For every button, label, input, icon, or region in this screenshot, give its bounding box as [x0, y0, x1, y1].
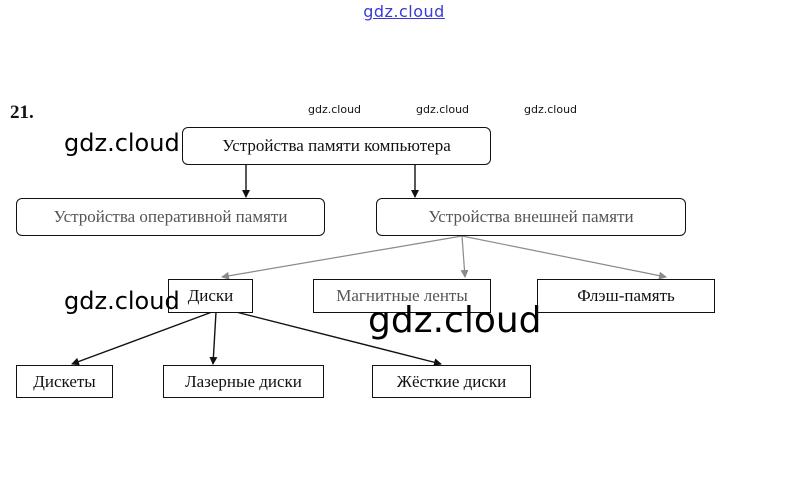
box-flash-label: Флэш-память [577, 286, 675, 305]
connector-external-disks [221, 235, 463, 280]
box-ram-label: Устройства оперативной памяти [53, 207, 288, 226]
connector-disks-laser [209, 311, 218, 365]
box-hard: Жёсткие диски [372, 365, 531, 398]
box-disks: Диски [168, 279, 253, 313]
watermark-top: gdz.cloud [363, 2, 445, 21]
watermark-small: gdz.cloud [308, 103, 362, 116]
watermark-left: gdz.cloud [64, 287, 180, 315]
connector-disks-hard [235, 311, 442, 367]
watermark-small: gdz.cloud [416, 103, 470, 116]
watermark-left: gdz.cloud [64, 129, 180, 157]
box-ram: Устройства оперативной памяти [16, 198, 325, 236]
watermark-small: gdz.cloud [524, 103, 578, 116]
box-root-label: Устройства памяти компьютера [222, 136, 451, 155]
box-disks-label: Диски [187, 286, 234, 305]
box-floppy: Дискеты [16, 365, 113, 398]
box-external-label: Устройства внешней памяти [428, 207, 634, 226]
box-external: Устройства внешней памяти [376, 198, 686, 236]
box-root: Устройства памяти компьютера [182, 127, 491, 165]
watermark-center: gdz.cloud [368, 300, 542, 341]
connector-external-tapes [460, 235, 469, 278]
box-tapes: Магнитные ленты [313, 279, 491, 313]
box-hard-label: Жёсткие диски [396, 371, 507, 391]
connector-disks-floppy [71, 311, 213, 366]
box-floppy-label: Дискеты [33, 371, 96, 391]
exercise-number: 21. [10, 102, 34, 123]
connector-external-flash [461, 235, 667, 280]
box-laser-label: Лазерные диски [185, 371, 302, 391]
box-flash: Флэш-память [537, 279, 715, 313]
box-tapes-label: Магнитные ленты [336, 286, 468, 305]
box-laser: Лазерные диски [163, 365, 324, 398]
